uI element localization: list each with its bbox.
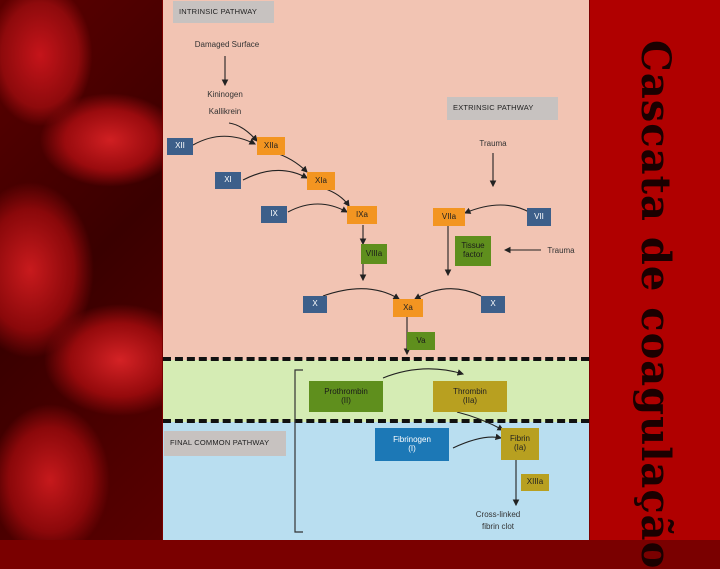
title-band [590,0,720,540]
fibrinogen-code: (I) [408,443,416,453]
factor-xiia: XIIa [257,137,285,155]
tissue-factor: Tissue factor [455,236,491,266]
extrinsic-pathway-label: EXTRINSIC PATHWAY [447,97,558,120]
arrow-ix-ixa [287,203,348,213]
factor-xii: XII [167,138,193,155]
factor-va: Va [407,332,435,350]
blood-cells-background [0,0,162,540]
thrombin-code: (IIa) [462,395,478,405]
thrombin-name: Thrombin [453,386,487,396]
arrow-xi-xia [242,169,308,181]
arrow-x-xa-right [414,288,482,300]
factor-xi: XI [215,172,241,189]
arrow-xiia-xia [272,151,308,173]
factor-xia: XIa [307,172,335,190]
arrow-xia-ixa [322,187,350,207]
arrow-prothrombin-thrombin [382,368,465,379]
factor-ix: IX [261,206,287,223]
fibrin-name: Fibrin [509,434,530,444]
factor-xiiia: XIIIa [521,474,549,491]
arrow-x-xa-left [322,288,400,300]
prothrombin-code: (II) [341,395,351,405]
factor-viiia: VIIIa [361,244,387,264]
thrombin-box: Thrombin (IIa) [433,381,507,412]
prothrombin-box: Prothrombin (II) [309,381,383,412]
arrows-layer [192,56,541,533]
trauma-right-label: Trauma [547,245,575,255]
factor-xa: Xa [393,299,423,317]
fibrinogen-box: Fibrinogen (I) [375,428,449,461]
clot-label-line1: Cross-linked [475,510,521,520]
fibrinogen-name: Fibrinogen [393,434,431,444]
coagulation-diagram: INTRINSIC PATHWAY EXTRINSIC PATHWAY FINA… [163,0,589,540]
trauma-top-label: Trauma [479,138,507,148]
arrow-fibrinogen-fibrin [452,433,503,449]
damaged-surface-label: Damaged Surface [194,39,260,49]
fibrin-box: Fibrin (Ia) [501,428,539,460]
factor-vii: VII [527,208,551,226]
common-bracket [294,369,303,533]
arrow-xii-xiia [192,135,256,146]
kininogen-label: Kininogen [207,90,243,100]
divider-bottom [163,419,589,423]
intrinsic-pathway-label: INTRINSIC PATHWAY [173,1,274,23]
slide-title: Cascata de coagulação [632,40,679,569]
arrow-kallikrein-xiia [228,122,258,142]
factor-x-left: X [303,296,327,313]
arrow-thrombin-fibrin [456,411,504,431]
factor-ixa: IXa [347,206,377,224]
divider-top [163,357,589,361]
fibrin-code: (Ia) [514,443,526,452]
clot-label-line2: fibrin clot [481,522,514,532]
kallikrein-label: Kallikrein [208,107,242,117]
factor-x-right: X [481,296,505,313]
final-common-pathway-label: FINAL COMMON PATHWAY [164,431,286,456]
factor-viia: VIIa [433,208,465,226]
arrow-vii-viia [463,204,532,214]
prothrombin-name: Prothrombin [324,386,368,396]
